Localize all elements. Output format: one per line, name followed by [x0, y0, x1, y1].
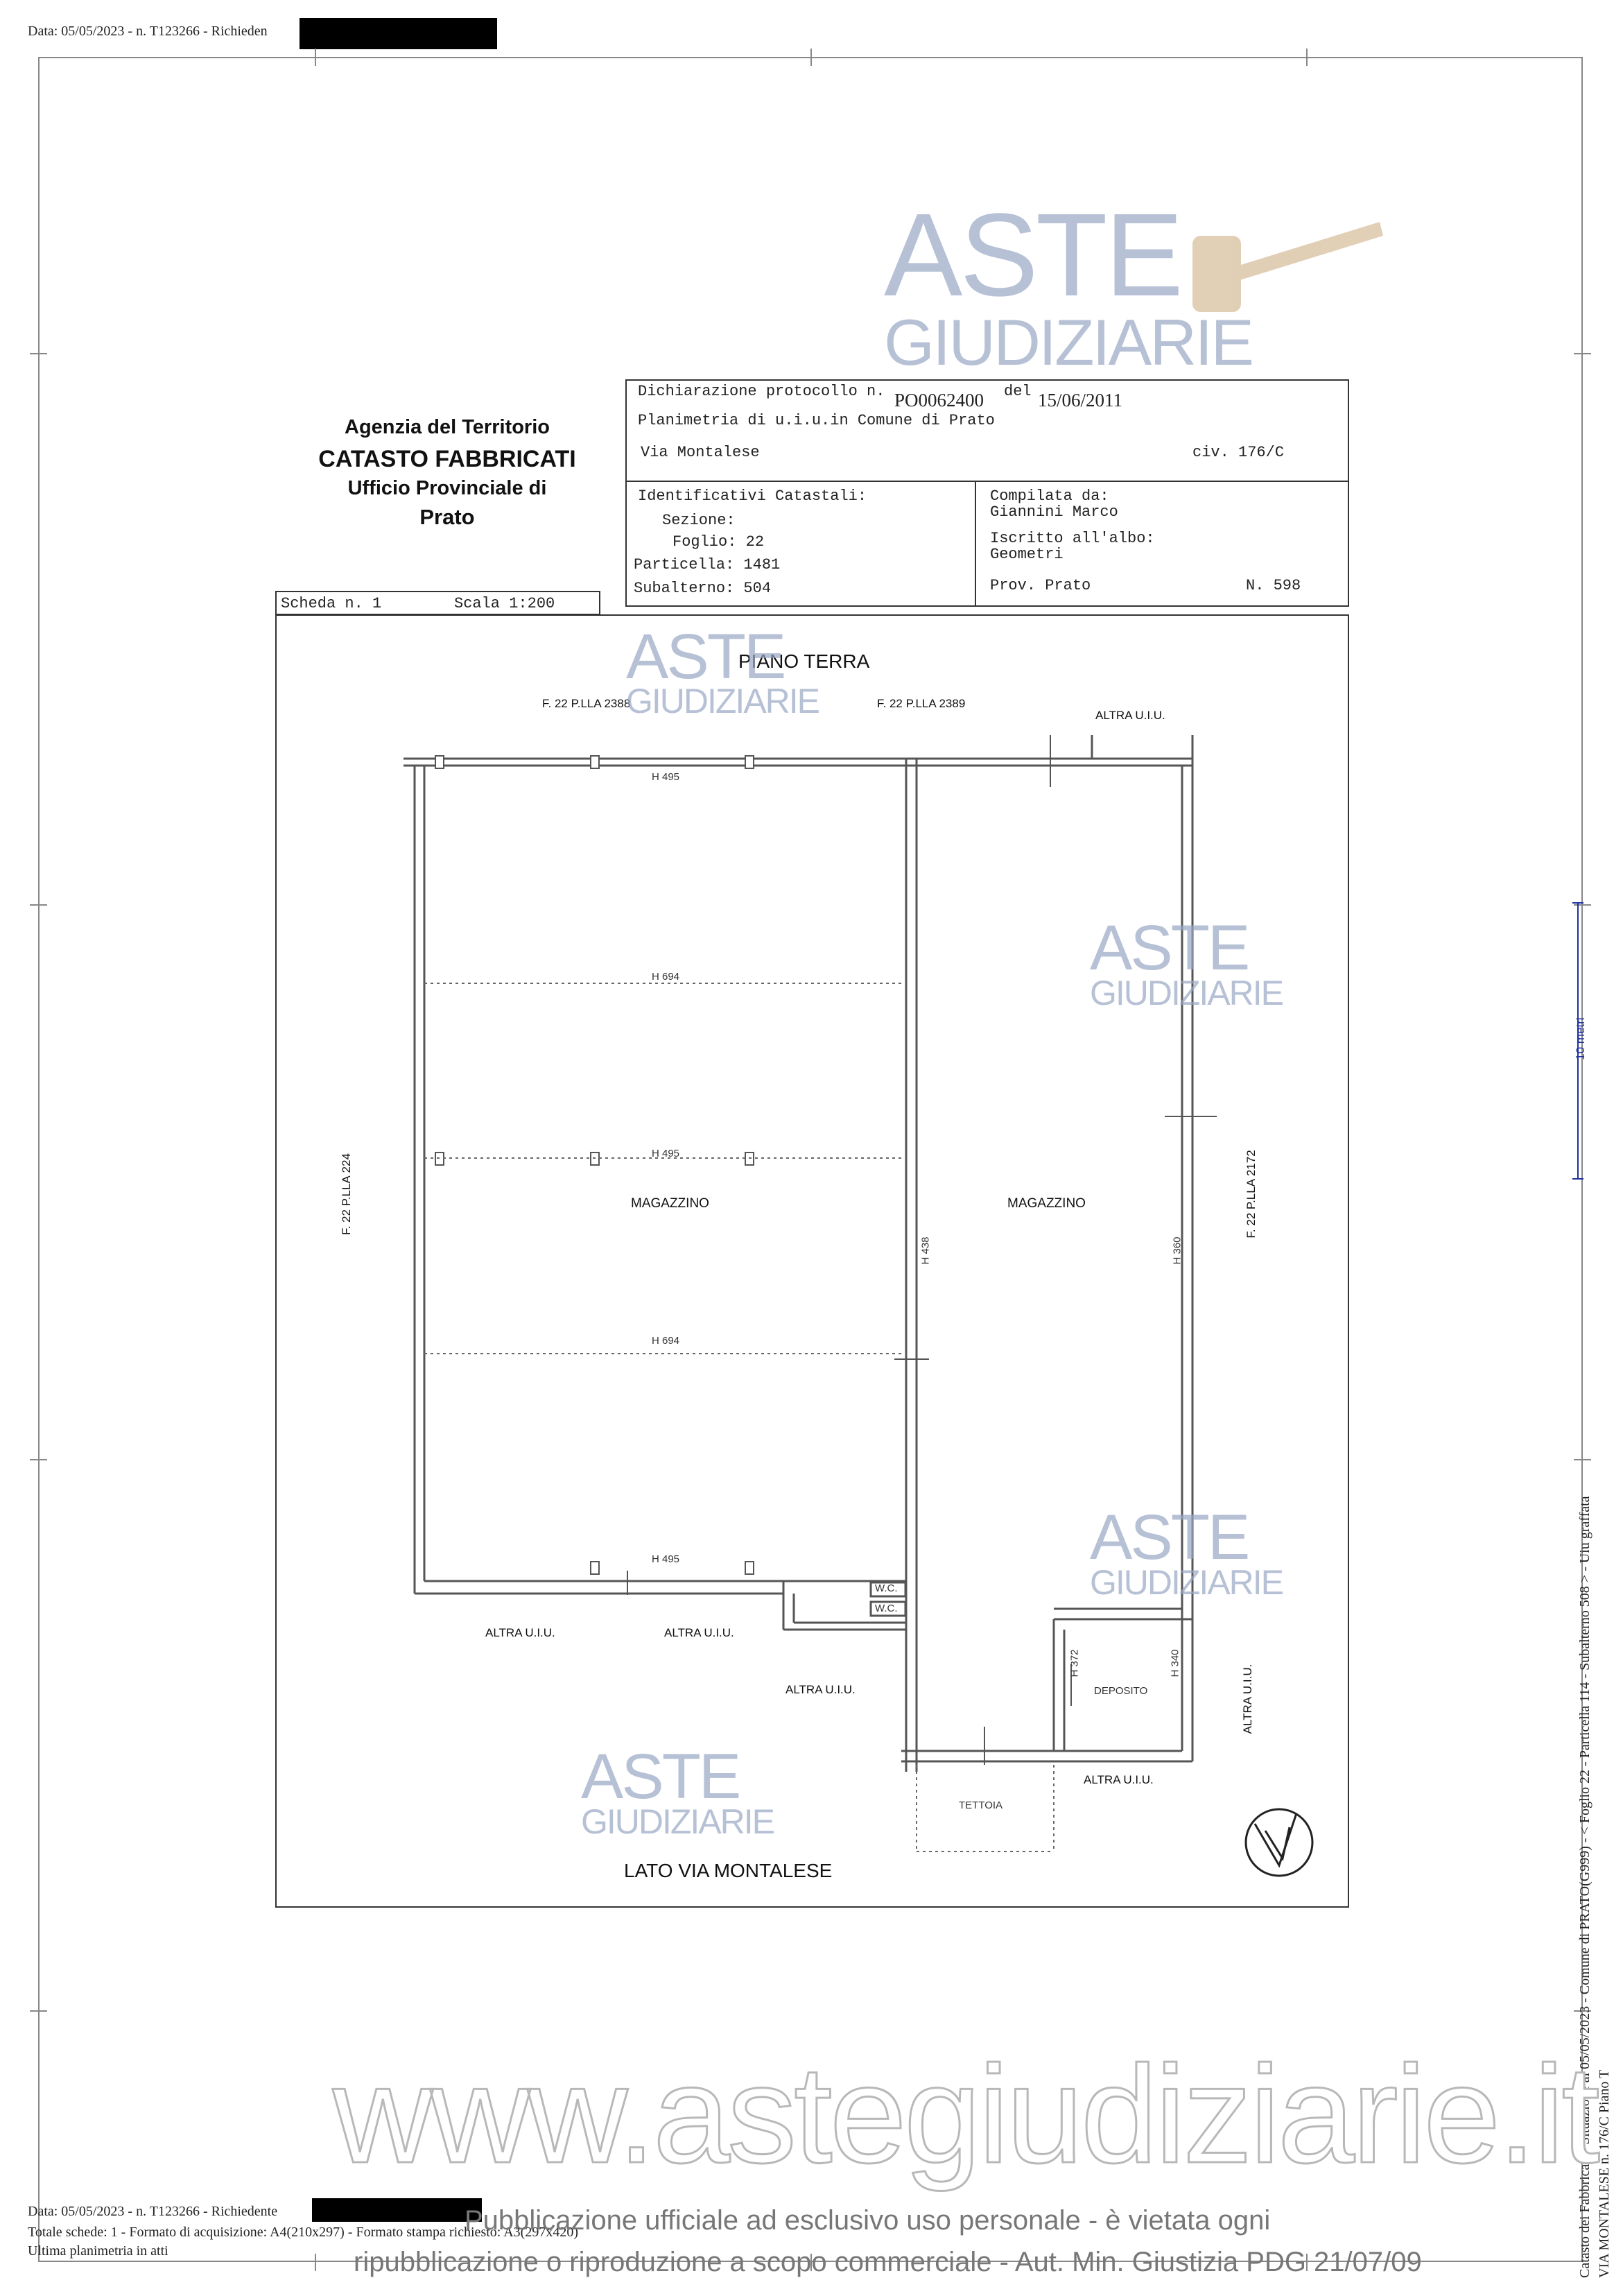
subalterno-text: Subalterno: 504 — [634, 580, 772, 597]
redaction-bar — [312, 2198, 482, 2222]
neighbor-top-left: F. 22 P.LLA 2388 — [542, 697, 631, 710]
watermark-giudiziarie: GIUDIZIARIE — [1090, 1563, 1284, 1602]
particella-text: Particella: 1481 — [634, 556, 781, 573]
protocol-value: PO0062400 — [894, 390, 984, 411]
agency-line3: Ufficio Provinciale di — [347, 477, 547, 499]
numero-text: N. 598 — [1246, 577, 1301, 594]
height-label: H 372 — [1068, 1649, 1081, 1677]
height-label: H 438 — [919, 1236, 932, 1265]
agency-line2: CATASTO FABBRICATI — [318, 446, 576, 472]
height-label: H 495 — [652, 771, 680, 783]
del-label: del — [1004, 383, 1032, 400]
civ-text: civ. 176/C — [1192, 444, 1285, 461]
height-label: H 694 — [652, 1335, 680, 1347]
north-arrow-icon — [1244, 1808, 1314, 1877]
room-wc-2: W.C. — [875, 1603, 898, 1614]
sezione-text: Sezione: — [662, 512, 736, 529]
neighbor-altra-b4: ALTRA U.I.U. — [1084, 1773, 1154, 1786]
neighbor-top-right: F. 22 P.LLA 2389 — [877, 697, 966, 710]
scheda-text: Scheda n. 1 — [281, 595, 382, 612]
agency-line1: Agenzia del Territorio — [345, 416, 550, 438]
watermark-aste: ASTE — [1090, 1502, 1250, 1573]
watermark-aste: ASTE — [626, 621, 786, 692]
compilata-name: Giannini Marco — [990, 503, 1118, 521]
scale-bar-label: 10 metri — [1574, 1017, 1587, 1060]
watermark-giudiziarie: GIUDIZIARIE — [626, 682, 820, 720]
lato-label: LATO VIA MONTALESE — [624, 1860, 833, 1881]
albo-label: Iscritto all'albo: — [990, 530, 1155, 547]
watermark-notice-2: ripubblicazione o riproduzione a scopo c… — [354, 2247, 1422, 2277]
watermark-site: www.astegiudiziarie.it — [332, 2037, 1602, 2193]
neighbor-left: F. 22 P.LLA 224 — [340, 1153, 353, 1235]
footer-line2: Totale schede: 1 - Formato di acquisizio… — [28, 2225, 578, 2240]
height-label: H 495 — [652, 1553, 680, 1565]
floor-label: PIANO TERRA — [738, 650, 870, 672]
top-bar-text: Data: 05/05/2023 - n. T123266 - Richiede… — [28, 24, 268, 39]
watermark-giudiziarie: GIUDIZIARIE — [1090, 974, 1284, 1012]
side-text-line2: VIA MONTALESE n. 176/C Piano T — [1597, 2069, 1612, 2278]
gavel-icon — [1192, 222, 1383, 312]
planimetria-text: Planimetria di u.i.u.in Comune di Prato — [638, 412, 995, 429]
watermark-notice-1: Pubblicazione ufficiale ad esclusivo uso… — [465, 2205, 1271, 2236]
albo-value: Geometri — [990, 546, 1064, 563]
neighbor-altra-b1: ALTRA U.I.U. — [485, 1626, 555, 1639]
watermark-aste: ASTE — [581, 1741, 741, 1812]
height-label: H 360 — [1171, 1236, 1183, 1265]
room-magazzino-2: MAGAZZINO — [1007, 1196, 1086, 1211]
room-tettoia: TETTOIA — [959, 1799, 1003, 1811]
watermark-aste: ASTE — [884, 189, 1183, 321]
scala-text: Scala 1:200 — [454, 595, 555, 612]
compilata-box — [975, 481, 1349, 607]
watermark-giudiziarie: GIUDIZIARIE — [884, 306, 1254, 379]
protocol-label: Dichiarazione protocollo n. — [638, 383, 885, 400]
agency-line4: Prato — [419, 505, 475, 529]
height-label: H 495 — [652, 1148, 680, 1159]
room-deposito: DEPOSITO — [1094, 1685, 1148, 1697]
neighbor-altra-b3: ALTRA U.I.U. — [786, 1683, 856, 1696]
height-label: H 694 — [652, 971, 680, 983]
footer-line3: Ultima planimetria in atti — [28, 2243, 168, 2259]
neighbor-altra-b2: ALTRA U.I.U. — [664, 1626, 734, 1639]
compilata-label: Compilata da: — [990, 487, 1109, 505]
plan-frame — [275, 614, 1349, 1908]
del-value: 15/06/2011 — [1038, 390, 1123, 411]
neighbor-altra-top: ALTRA U.I.U. — [1095, 709, 1165, 722]
prov-text: Prov. Prato — [990, 577, 1091, 594]
watermark-giudiziarie: GIUDIZIARIE — [581, 1802, 775, 1841]
foglio-text: Foglio: 22 — [672, 533, 765, 551]
neighbor-right: F. 22 P.LLA 2172 — [1244, 1150, 1258, 1238]
room-magazzino-1: MAGAZZINO — [631, 1196, 709, 1211]
room-wc-1: W.C. — [875, 1582, 898, 1594]
neighbor-altra-right: ALTRA U.I.U. — [1241, 1664, 1254, 1734]
identifiers-title: Identificativi Catastali: — [638, 487, 867, 505]
via-text: Via Montalese — [641, 444, 760, 461]
watermark-aste: ASTE — [1090, 913, 1250, 983]
footer-line1: Data: 05/05/2023 - n. T123266 - Richiede… — [28, 2204, 278, 2219]
redaction-bar — [300, 18, 497, 49]
height-label: H 340 — [1169, 1649, 1181, 1677]
